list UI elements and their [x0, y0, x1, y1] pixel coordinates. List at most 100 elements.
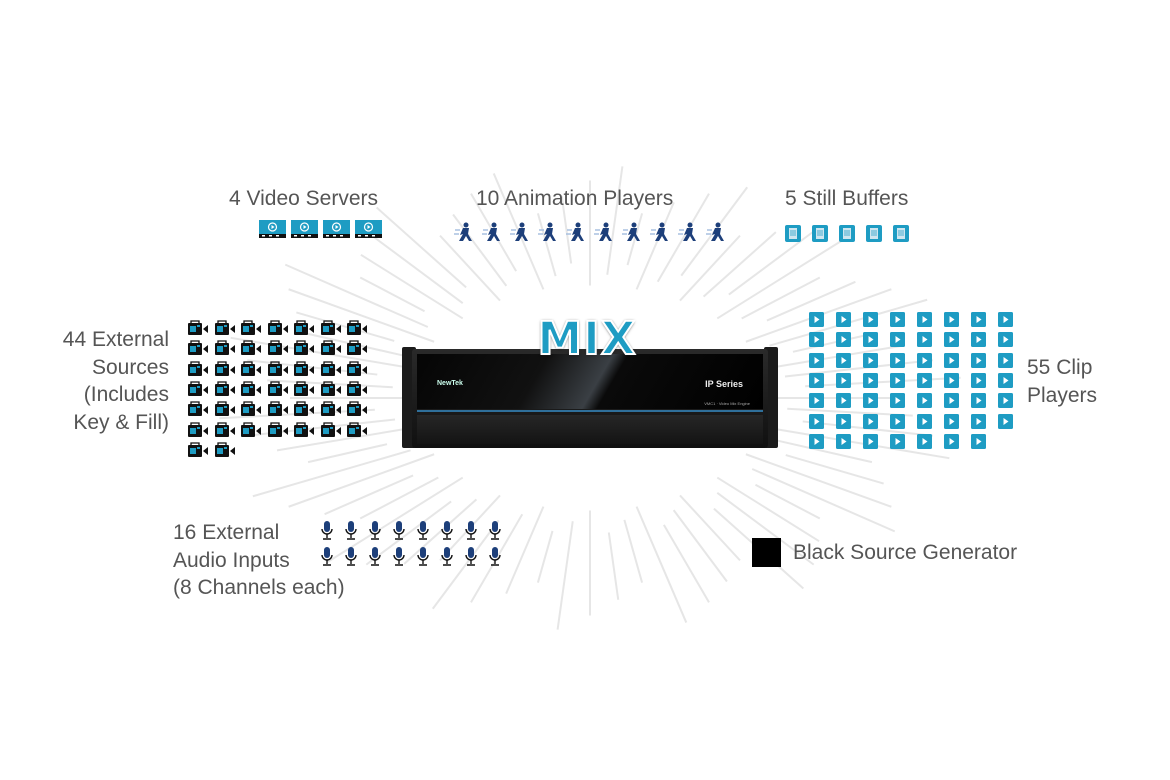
play-icon: [944, 352, 959, 373]
microphone-icon: [488, 521, 502, 546]
camera-icon: [320, 421, 341, 442]
play-icon: [863, 352, 878, 373]
play-icon: [836, 393, 851, 413]
play-icon: [863, 372, 878, 393]
play-icon: [836, 372, 851, 393]
play-icon: [890, 413, 905, 434]
play-icon: [971, 312, 986, 332]
ray: [556, 521, 574, 630]
camera-icon: [241, 421, 261, 442]
microphone-icon: [416, 547, 430, 572]
play-icon: [890, 332, 905, 352]
ray: [359, 276, 425, 313]
ray: [763, 426, 950, 460]
play-icon: [917, 433, 932, 454]
microphone-icon: [344, 521, 358, 546]
camera-icon: [267, 360, 288, 381]
ray: [296, 311, 395, 342]
running-figure-icon: [706, 222, 726, 247]
camera-icon: [320, 381, 341, 401]
play-icon: [971, 352, 986, 373]
ray: [745, 453, 892, 508]
play-icon: [863, 332, 878, 352]
microphone-icon: [392, 547, 406, 572]
ray: [775, 439, 873, 464]
play-icon: [809, 433, 824, 454]
clip-players-label: 55 Clip Players: [1027, 354, 1097, 409]
play-icon: [998, 393, 1013, 413]
ray: [359, 476, 439, 520]
video-servers-label: 4 Video Servers: [229, 187, 379, 210]
camera-icon: [294, 320, 314, 340]
camera-icon: [294, 421, 314, 442]
play-icon: [836, 332, 851, 352]
camera-icon: [214, 442, 235, 462]
ray: [785, 454, 884, 485]
play-icon: [944, 393, 959, 413]
camera-icon: [188, 381, 208, 401]
camera-icon: [214, 320, 235, 340]
play-icon: [917, 312, 932, 332]
running-figure-icon: [566, 222, 586, 247]
camera-icon: [188, 421, 208, 442]
brand-logo: NewTek: [437, 380, 463, 387]
camera-icon: [347, 381, 367, 401]
ray: [536, 530, 554, 583]
play-icon: [836, 312, 851, 332]
ray: [252, 449, 411, 498]
play-icon: [890, 433, 905, 454]
play-icon: [998, 352, 1013, 373]
play-icon: [944, 372, 959, 393]
play-icon: [890, 393, 905, 413]
ray: [431, 519, 500, 610]
ray: [656, 193, 710, 283]
ray: [365, 230, 464, 305]
label-line: Key & Fill): [73, 410, 169, 434]
microphone-icon: [392, 521, 406, 546]
ray: [741, 276, 821, 320]
play-icon: [836, 352, 851, 373]
chassis: NewTek IP Series VMC1 · Video Mix Engine: [412, 349, 768, 448]
still-image-icon: [785, 225, 801, 247]
front-panel: NewTek IP Series: [417, 354, 763, 409]
camera-icon: [320, 360, 341, 381]
camera-icon: [188, 442, 208, 462]
camera-icon: [241, 381, 261, 401]
label-line: 55 Clip: [1027, 356, 1093, 379]
animation-players-label: 10 Animation Players: [476, 187, 674, 210]
ray: [560, 196, 573, 264]
camera-icon: [188, 360, 208, 381]
microphone-icon: [344, 547, 358, 572]
camera-icon: [347, 320, 367, 340]
play-icon: [809, 372, 824, 393]
ray: [755, 483, 821, 520]
camera-icon: [188, 401, 208, 421]
label-line: 44 External: [62, 328, 169, 351]
camera-icon: [267, 381, 288, 401]
play-icon: [836, 413, 851, 434]
camera-icon: [241, 401, 261, 421]
play-icon: [890, 352, 905, 373]
play-icon: [863, 413, 878, 434]
ray: [763, 344, 904, 370]
camera-icon: [241, 360, 261, 381]
play-icon: [944, 332, 959, 352]
running-figure-icon: [538, 222, 558, 247]
ray: [360, 253, 464, 320]
play-icon: [809, 413, 824, 434]
ray: [716, 491, 815, 566]
ray: [288, 453, 435, 508]
camera-icon: [267, 401, 288, 421]
play-icon: [998, 332, 1013, 352]
ray: [679, 494, 741, 562]
ray: [805, 376, 961, 388]
running-figure-icon: [454, 222, 474, 247]
camera-icon: [347, 421, 367, 442]
camera-icon: [241, 340, 261, 360]
running-figure-icon: [594, 222, 614, 247]
label-line: Players: [1027, 383, 1098, 407]
camera-icon: [241, 320, 261, 340]
play-icon: [863, 312, 878, 332]
camera-icon: [294, 381, 314, 401]
